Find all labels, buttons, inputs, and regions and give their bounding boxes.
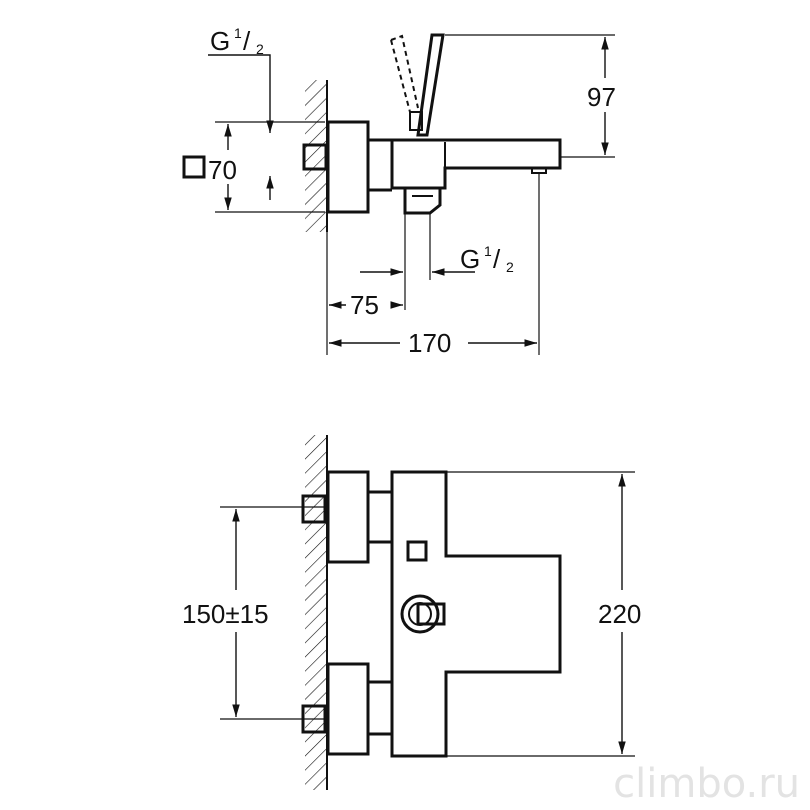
- diverter-knob: [400, 594, 440, 634]
- svg-text:/: /: [243, 26, 251, 56]
- dim-170: 170: [408, 328, 451, 358]
- small-square: [406, 540, 428, 562]
- spout-tip: [531, 167, 547, 174]
- dim-height-97: 97: [587, 82, 616, 112]
- dim-75: 75: [350, 290, 379, 320]
- escutcheon-upper: [326, 470, 370, 564]
- thread-outlet-label: G 1 / 2: [460, 243, 514, 275]
- dim-square-70: 70: [208, 155, 237, 185]
- lever-up: [416, 33, 445, 137]
- dim-220: 220: [598, 599, 641, 629]
- top-view: G 1 / 2 70 97 G 1 / 2: [182, 25, 616, 358]
- inlet-connector-top: [302, 143, 328, 171]
- svg-text:G: G: [460, 244, 480, 274]
- svg-text:G: G: [210, 26, 230, 56]
- thread-inlet-label: G 1 / 2: [210, 25, 264, 57]
- svg-text:1: 1: [484, 243, 492, 259]
- dim-150-15: 150±15: [182, 599, 269, 629]
- svg-text:/: /: [493, 244, 501, 274]
- svg-text:2: 2: [256, 41, 264, 57]
- square-symbol: [182, 155, 206, 179]
- svg-text:1: 1: [234, 25, 242, 41]
- lever-alternate-dashed: [390, 34, 419, 113]
- svg-text:2: 2: [506, 259, 514, 275]
- bottom-view: 150±15 220: [182, 435, 641, 790]
- wall-bottom: [305, 435, 328, 790]
- mixer-body-top: [390, 138, 562, 190]
- watermark: climbo.ru: [613, 761, 800, 807]
- mixer-body-front: [390, 470, 562, 758]
- diverter-outlet: [403, 186, 442, 215]
- escutcheon-top: [326, 120, 370, 214]
- escutcheon-lower: [326, 662, 370, 756]
- inlet-connector-upper: [301, 494, 327, 524]
- stem-top: [368, 138, 392, 192]
- wall-top: [305, 80, 328, 232]
